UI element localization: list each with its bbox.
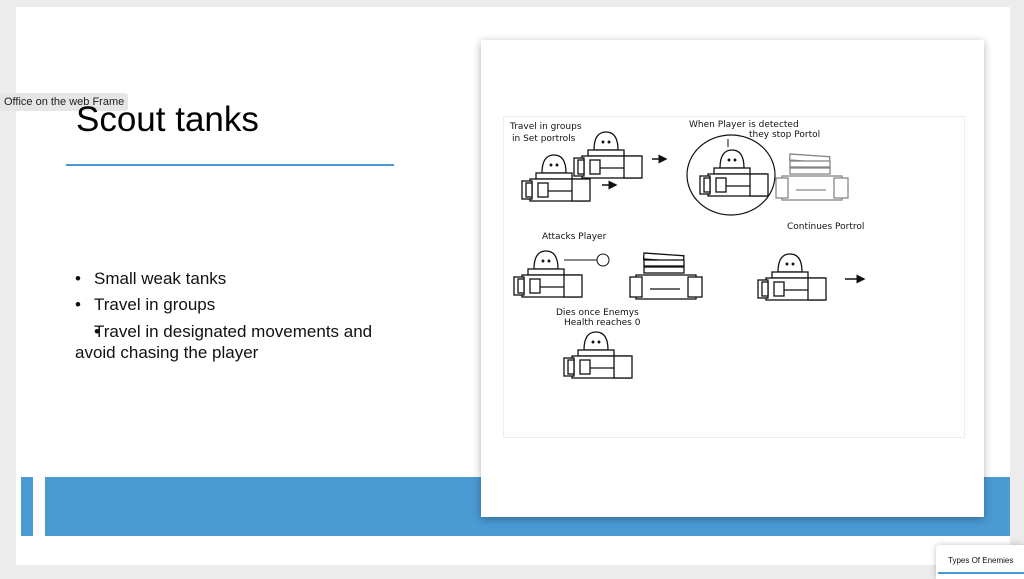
svg-text:Health reaches 0: Health reaches 0 — [564, 318, 641, 328]
svg-text:Travel in groups: Travel in groups — [509, 122, 582, 132]
travel-text: Travel in groups in Set portrols — [509, 122, 582, 144]
bullet-item: Travel in groups — [75, 292, 405, 318]
slide-title[interactable]: Scout tanks — [76, 100, 259, 139]
tank-drawing — [513, 250, 583, 298]
bullet-list[interactable]: Small weak tanks Travel in groups Travel… — [75, 266, 405, 363]
tank-drawing — [573, 131, 643, 179]
tank-drawing — [699, 149, 769, 197]
title-divider — [66, 164, 394, 166]
detected-text: When Player is detected they stop Portol — [689, 120, 820, 140]
player-tank — [629, 252, 703, 300]
thumbnail-label: Types Of Enemies — [948, 556, 1014, 565]
continues-text: Continues Portrol — [787, 222, 864, 232]
svg-text:they stop Portol: they stop Portol — [749, 130, 820, 140]
dies-text: Dies once Enemys Health reaches 0 — [556, 308, 641, 328]
tank-drawing — [757, 253, 827, 301]
slide-thumbnail[interactable]: Types Of Enemies — [936, 545, 1024, 579]
svg-text:Dies once Enemys: Dies once Enemys — [556, 308, 639, 318]
player-tank-faded — [775, 153, 849, 201]
attacks-text: Attacks Player — [542, 232, 607, 242]
bullet-item: Small weak tanks — [75, 266, 405, 292]
accent-bar-small — [21, 477, 33, 536]
tank-drawing-dead — [563, 331, 633, 379]
frame-label: Office on the web Frame — [0, 93, 129, 111]
sketch-image-card[interactable]: Travel in groups in Set portrols When Pl… — [481, 40, 984, 517]
tank-sketch: Travel in groups in Set portrols When Pl… — [503, 116, 965, 438]
bullet-item: Travel in designated movements and avoid… — [75, 321, 405, 363]
svg-text:When Player is detected: When Player is detected — [689, 120, 799, 130]
thumbnail-divider — [938, 572, 1024, 574]
svg-text:in Set portrols: in Set portrols — [512, 134, 576, 144]
